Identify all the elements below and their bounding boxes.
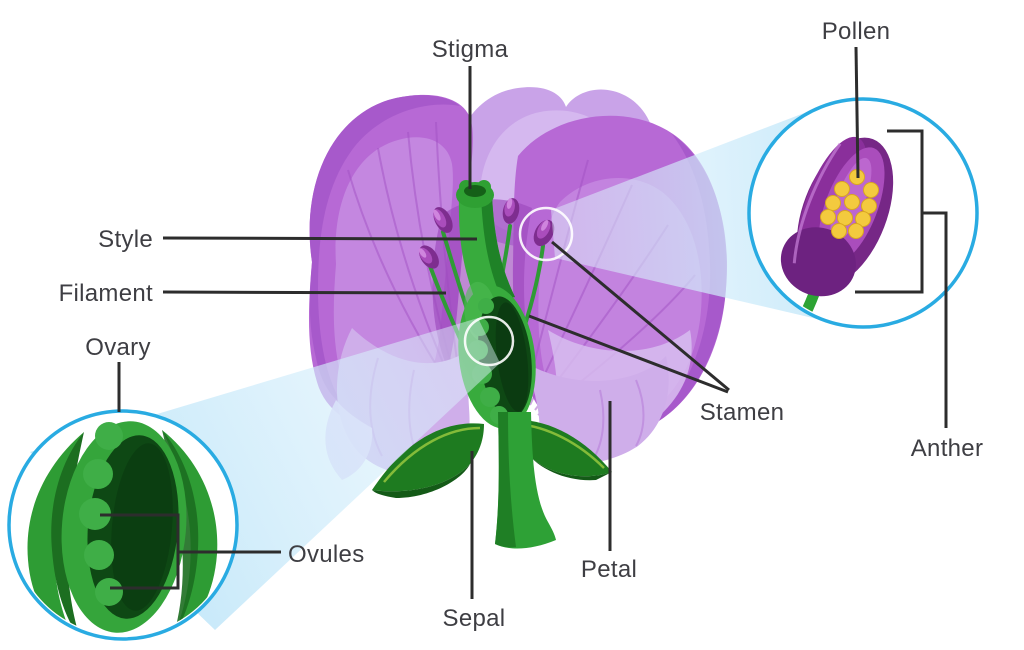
label-ovules: Ovules xyxy=(288,541,365,568)
anther-inset-ring xyxy=(747,97,979,329)
magnify-circle-stamen xyxy=(518,206,574,262)
style-leader-line xyxy=(162,236,478,241)
inset-carpel-arc-left-shade xyxy=(51,432,84,636)
sepal-left-midrib xyxy=(383,426,481,483)
stamen-anther xyxy=(502,198,520,224)
stamen-anther xyxy=(433,207,453,233)
filament-leader-line xyxy=(162,290,447,295)
pollen-leader-line xyxy=(854,46,860,179)
inset-ovary-interior-deep xyxy=(111,443,173,611)
sepal-left-shape xyxy=(372,423,484,492)
ovary-interior-deep-shade xyxy=(495,302,529,412)
stigma-opening xyxy=(464,185,486,197)
anther-leader-line xyxy=(922,211,948,428)
label-pollen: Pollen xyxy=(822,18,891,45)
pollen-grain xyxy=(834,181,850,197)
ovule-dot xyxy=(478,298,494,314)
label-stamen: Stamen xyxy=(700,399,785,426)
label-petal: Petal xyxy=(581,556,637,583)
pollen-grain xyxy=(820,209,836,225)
sepal-left-underside xyxy=(372,464,470,498)
sepal-right-underside xyxy=(526,452,612,481)
labels: Stigma Pollen Style Filament Ovary Ovule… xyxy=(59,18,984,632)
ovule-dot xyxy=(480,387,500,407)
magnify-circle-ovary xyxy=(463,315,515,367)
inset-ovule-dot xyxy=(95,578,123,606)
stamen-leader-line xyxy=(551,240,730,392)
label-stigma: Stigma xyxy=(432,36,509,63)
petal-fold xyxy=(593,389,605,459)
pollen-grain xyxy=(855,211,871,227)
label-ovary: Ovary xyxy=(85,334,151,361)
inset-ovule-dot xyxy=(79,498,111,530)
label-sepal: Sepal xyxy=(443,605,506,632)
pollen-grain xyxy=(861,198,877,214)
stamen-anther xyxy=(418,245,439,269)
label-style: Style xyxy=(98,226,153,253)
stamen-anther xyxy=(533,219,555,247)
ovary-inset xyxy=(7,409,239,641)
pollen-grain xyxy=(837,210,853,226)
petal-fold xyxy=(635,379,645,447)
pistil-style-shade xyxy=(481,195,515,300)
inset-carpel-arc-right-shade xyxy=(162,430,199,636)
label-filament: Filament xyxy=(59,280,153,307)
inset-ovule-dot xyxy=(83,459,113,489)
ovary-inset-ring xyxy=(7,409,239,641)
stamen-leader-line xyxy=(528,314,729,394)
pollen-grain xyxy=(831,223,847,239)
inset-ovule-dot xyxy=(95,422,123,450)
stem-shade xyxy=(495,412,516,548)
pollen-grain xyxy=(844,194,860,210)
pollen-grain xyxy=(863,182,879,198)
inset-carpel-arc-left xyxy=(27,432,84,636)
pollen-grain xyxy=(825,195,841,211)
label-anther: Anther xyxy=(911,435,984,462)
inset-carpel-arc-right xyxy=(162,430,218,636)
ovule-group-inset xyxy=(79,422,123,606)
leader-lines xyxy=(100,46,948,599)
inset-ovule-dot xyxy=(84,540,114,570)
pollen-grain xyxy=(848,223,864,239)
sepal-right-shape xyxy=(512,419,612,477)
